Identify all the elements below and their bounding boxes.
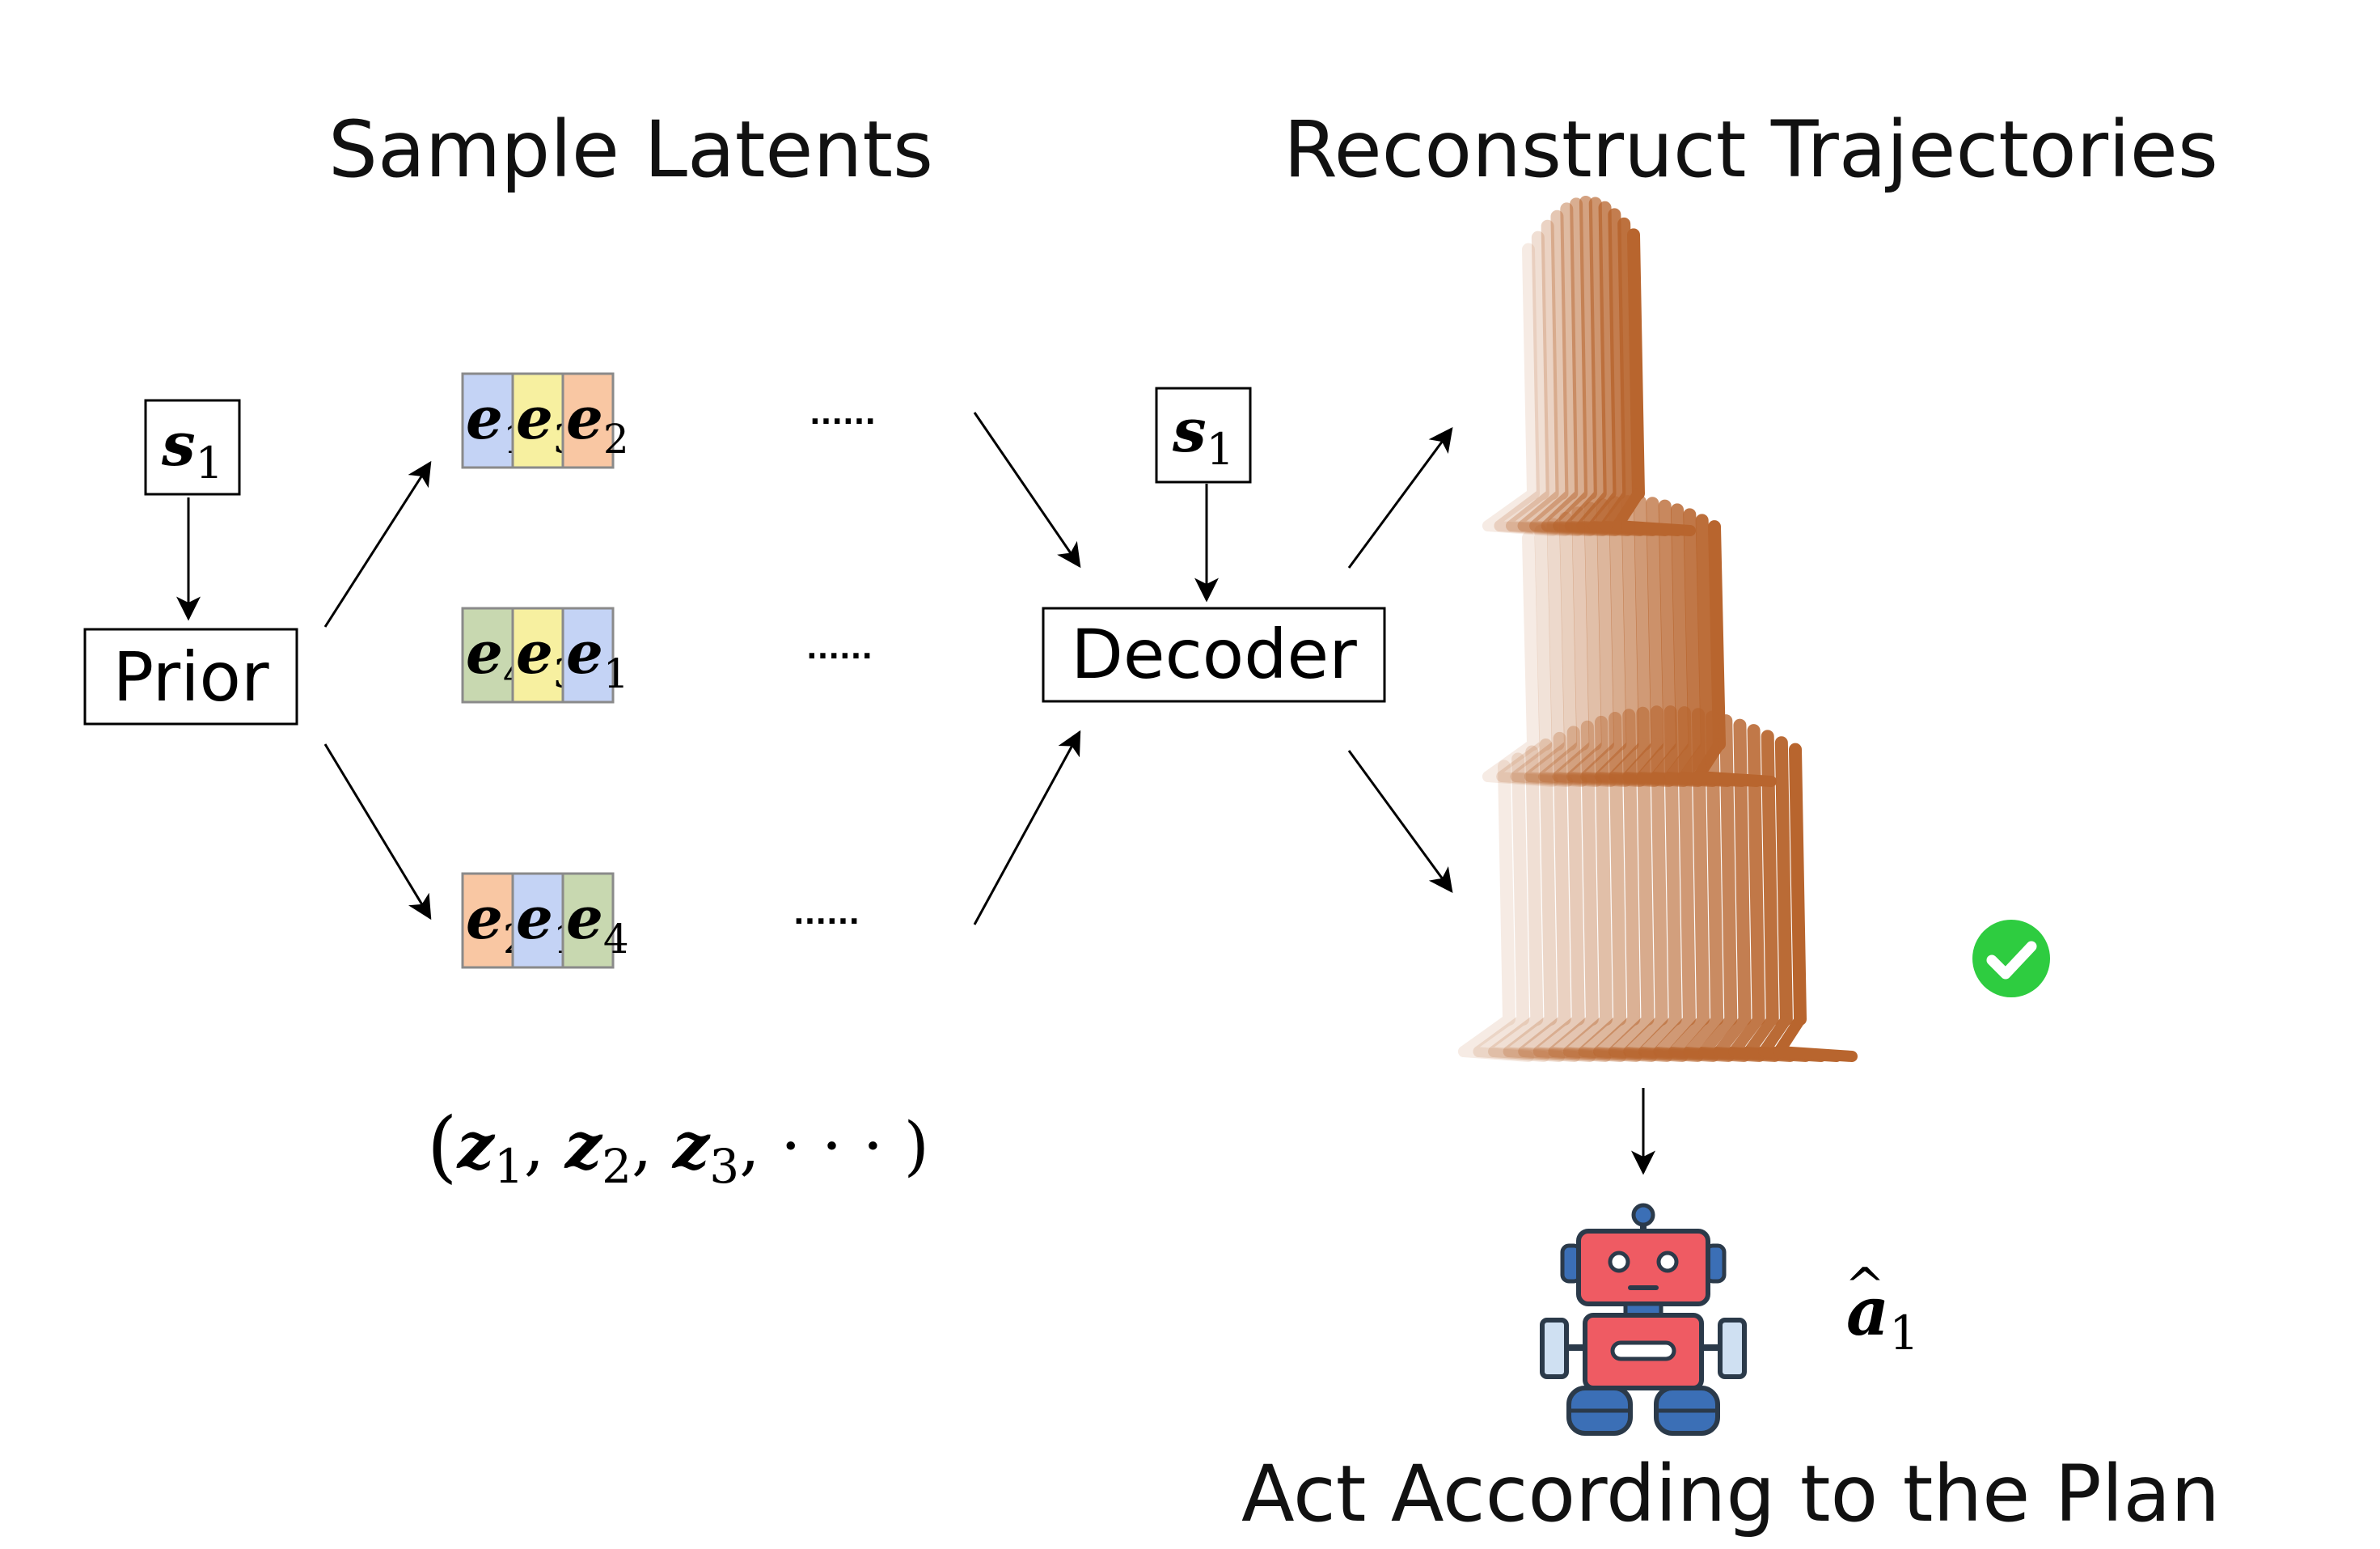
latent-code-symbol: e [566,618,603,687]
svg-text:a1: a1 [1846,1273,1919,1361]
trajectory-frame [1532,726,1612,1062]
latent-code-symbol: e [566,383,603,452]
state-box-left: s1 [144,399,241,496]
prior-label: Prior [113,637,269,717]
sequence-ellipsis: ...... [793,898,860,931]
trajectory-frame [1458,760,1534,1062]
tuple-latent-index: 1 [494,1139,524,1194]
tuple-latent-symbol: z [671,1107,711,1183]
latent-code-symbol: e [566,883,603,952]
svg-text:e2: e2 [566,383,629,463]
action-hat: ^ [1845,1258,1885,1314]
trajectory-frame [1518,731,1596,1062]
svg-text:e1: e1 [516,883,579,963]
arrow-prior-to-seq1 [323,460,432,628]
svg-text:s1: s1 [1172,396,1234,475]
latent-code-symbol: e [466,383,503,452]
latent-code-symbol: e [516,383,553,452]
svg-text:e4: e4 [566,883,629,963]
sequence-ellipsis: ...... [810,398,876,431]
latent-code-cell: e1 [561,607,629,704]
latent-code-cell: e2 [561,372,629,469]
latent-sequence-row: e4e3e1...... [461,607,873,704]
state-left-sub: 1 [196,438,223,489]
action-sub: 1 [1889,1306,1919,1361]
svg-text:s1: s1 [161,410,223,489]
trajectory-frame [1503,738,1581,1062]
decoder-label: Decoder [1071,615,1357,694]
check-circle-icon [1972,920,2050,997]
svg-text:e1: e1 [566,618,629,697]
sequence-ellipsis: ...... [806,633,873,666]
arrow-decoder-to-traj3 [1347,750,1453,894]
tuple-latent-symbol: z [564,1107,603,1183]
state-left-base: s [161,410,196,480]
tuple-latent-symbol: z [455,1107,495,1183]
latent-code-symbol: e [466,883,503,952]
trajectory-frame [1482,531,1558,787]
latent-code-cell: e1 [511,872,579,969]
latent-code-symbol: e [516,618,553,687]
state-right-base: s [1172,396,1207,466]
trajectory-frame [1473,752,1550,1062]
latent-code-index: 1 [603,650,629,697]
latent-code-symbol: e [466,618,503,687]
title-act-plan: Act According to the Plan [1241,1449,2220,1539]
trajectory-frame [1482,243,1558,536]
state-box-right: s1 [1155,387,1252,484]
tuple-open-paren: ( [427,1101,457,1191]
tuple-tail: , · · · ) [739,1108,929,1183]
robot-icon [1540,1203,1747,1436]
trajectory-frame [1488,745,1566,1062]
tuple-comma: , [632,1108,673,1183]
trajectory-frame [1773,743,1858,1062]
trajectory-render-3 [1458,705,1858,1062]
title-sample-latents: Sample Latents [328,104,933,195]
action-label: a1 ^ [1845,1258,1919,1361]
latent-sequences: e1e3e2......e4e3e1......e2e1e4...... [461,372,876,969]
arrow-decoder-to-traj1 [1347,426,1453,569]
latent-tuple: (z1, z2, z3, · · · ) [427,1101,929,1194]
title-reconstruct-trajectories: Reconstruct Trajectories [1283,104,2218,195]
arrow-prior-to-seq3 [323,743,432,921]
tuple-latent-index: 3 [709,1139,739,1194]
latent-sequence-row: e1e3e2...... [461,372,876,469]
latent-sequence-row: e2e1e4...... [461,872,860,969]
decoder-box: Decoder [1042,607,1386,703]
tuple-latent-index: 2 [602,1139,632,1194]
tuple-comma: , [524,1108,565,1183]
latent-code-cell: e3 [511,372,579,469]
arrow-seq1-to-decoder [973,412,1081,569]
trajectory-frame [1496,524,1573,787]
trajectory-render-1 [1482,196,1696,536]
arrow-seq3-to-decoder [973,730,1081,925]
action-base: a [1846,1273,1889,1351]
latent-code-index: 2 [603,416,629,463]
latent-code-cell: e4 [561,872,629,969]
state-right-sub: 1 [1207,424,1234,475]
latent-code-symbol: e [516,883,553,952]
latent-code-index: 4 [603,916,629,963]
trajectory-frame [1510,518,1587,787]
prior-box: Prior [83,628,298,726]
